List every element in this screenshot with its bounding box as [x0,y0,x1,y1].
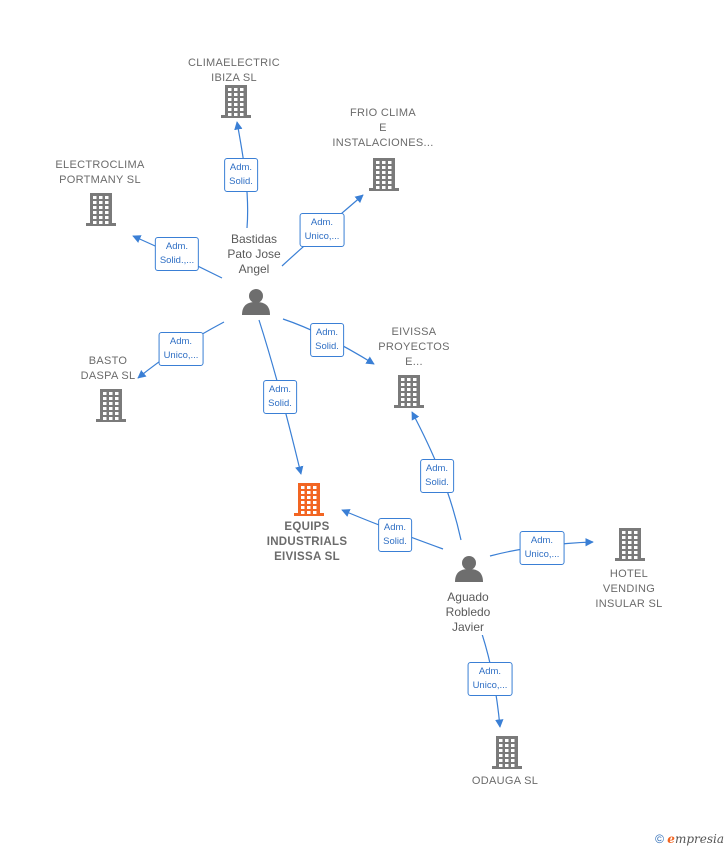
person-icon-bastidas[interactable] [242,289,270,315]
copyright-symbol: © [655,832,664,846]
building-icon-frio[interactable] [369,158,399,191]
person-label-aguado[interactable]: Aguado Robledo Javier [445,590,491,635]
edge-label-bastidas-climaelectric[interactable]: Adm. Solid. [224,158,258,192]
company-label-climaelectric[interactable]: CLIMAELECTRIC IBIZA SL [188,57,280,84]
edge-label-bastidas-frio[interactable]: Adm. Unico,... [299,213,345,247]
brand-name: mpresia [674,832,724,846]
person-label-bastidas[interactable]: Bastidas Pato Jose Angel [227,232,281,277]
brand-initial: e [667,832,675,846]
edge-label-aguado-odauga[interactable]: Adm. Unico,... [467,662,513,696]
building-icon-eivissa[interactable] [394,375,424,408]
edge-label-bastidas-eivissa[interactable]: Adm. Solid. [310,323,344,357]
company-label-frio[interactable]: FRIO CLIMA E INSTALACIONES... [332,107,434,149]
watermark: © empresia [655,832,724,846]
edge-label-aguado-hotel[interactable]: Adm. Unico,... [519,531,565,565]
company-label-hotel[interactable]: HOTEL VENDING INSULAR SL [595,568,663,610]
building-icon-climaelectric[interactable] [221,85,251,118]
building-icon-odauga[interactable] [492,736,522,769]
edge-label-bastidas-basto[interactable]: Adm. Unico,... [158,332,204,366]
edge-label-aguado-eivissa[interactable]: Adm. Solid. [420,459,454,493]
edge-label-bastidas-equips[interactable]: Adm. Solid. [263,380,297,414]
company-label-eivissa[interactable]: EIVISSA PROYECTOS E... [378,326,450,368]
edge-label-bastidas-electroclima[interactable]: Adm. Solid.,... [154,237,200,271]
building-icon-electroclima[interactable] [86,193,116,226]
company-label-electroclima[interactable]: ELECTROCLIMA PORTMANY SL [55,159,145,186]
person-icon-aguado[interactable] [455,556,483,582]
edge-label-aguado-equips[interactable]: Adm. Solid. [378,518,412,552]
company-label-equips[interactable]: EQUIPS INDUSTRIALS EIVISSA SL [266,521,348,563]
company-label-basto[interactable]: BASTO DASPA SL [80,355,136,382]
building-icon-equips[interactable] [294,483,324,516]
building-icon-hotel[interactable] [615,528,645,561]
building-icon-basto[interactable] [96,389,126,422]
company-label-odauga[interactable]: ODAUGA SL [471,775,539,787]
